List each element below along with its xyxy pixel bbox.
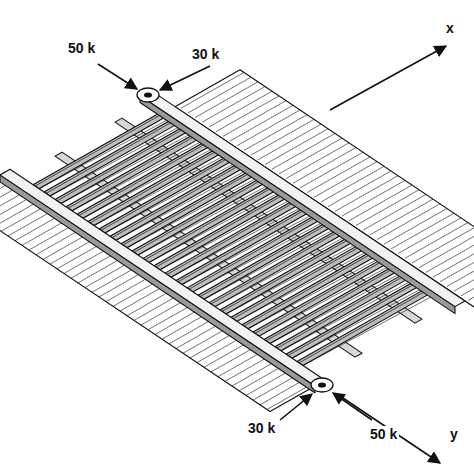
deck-rib bbox=[454, 255, 474, 291]
deck-rib bbox=[195, 82, 258, 118]
deck-rib bbox=[314, 162, 377, 198]
deck-rib bbox=[286, 143, 349, 179]
force-arrow bbox=[280, 394, 312, 420]
deck-rib bbox=[209, 91, 272, 127]
deck-rib bbox=[342, 180, 405, 216]
bar-ridge bbox=[288, 282, 418, 356]
deck-rib bbox=[223, 101, 286, 137]
deck-rib bbox=[447, 251, 474, 287]
deck-rib bbox=[237, 110, 300, 146]
bar-ridge bbox=[299, 289, 429, 363]
deck-rib bbox=[426, 237, 474, 273]
force-label: 50 k bbox=[368, 426, 399, 442]
deck-rib bbox=[349, 185, 412, 221]
force-arrow bbox=[98, 64, 137, 89]
bar-shadow bbox=[292, 289, 422, 359]
deck-rib bbox=[244, 115, 307, 151]
force-arrows bbox=[98, 46, 446, 463]
deck-rib bbox=[300, 152, 363, 188]
deck-rib bbox=[433, 241, 474, 277]
force-label: 30 k bbox=[190, 46, 221, 62]
deck-rib bbox=[377, 204, 440, 240]
deck-rib bbox=[267, 385, 310, 409]
deck-rib bbox=[0, 193, 23, 217]
deck-rib bbox=[202, 87, 265, 123]
force-arrow bbox=[160, 66, 210, 90]
deck-rib bbox=[265, 129, 328, 165]
axis-label: y bbox=[448, 426, 460, 442]
lug bbox=[311, 378, 333, 392]
deck-rib bbox=[391, 213, 454, 249]
deck-rib bbox=[230, 105, 293, 141]
lug-hole bbox=[318, 382, 326, 387]
edge-beams bbox=[0, 88, 465, 393]
deck-rib bbox=[272, 133, 335, 169]
deck-plates bbox=[0, 70, 474, 412]
deck-rib bbox=[398, 218, 461, 254]
deck-rib bbox=[188, 77, 251, 113]
deck-rib bbox=[405, 223, 468, 259]
axis-label: x bbox=[444, 20, 456, 36]
deck-rib bbox=[258, 124, 321, 160]
deck-rib bbox=[384, 208, 447, 244]
deck-rib bbox=[0, 198, 30, 222]
deck-rib bbox=[279, 138, 342, 174]
beam-side bbox=[0, 175, 315, 393]
deck-rib bbox=[216, 96, 279, 132]
deck-rib bbox=[307, 157, 370, 193]
deck-rib bbox=[321, 166, 384, 202]
deck-rib bbox=[328, 171, 391, 207]
deck-rib bbox=[461, 260, 474, 296]
deck-rib bbox=[468, 265, 474, 301]
force-arrow bbox=[333, 393, 372, 420]
beam-top bbox=[140, 90, 465, 307]
deck-rib bbox=[363, 194, 426, 230]
axis-arrow bbox=[330, 46, 446, 110]
deck-rib bbox=[370, 199, 433, 235]
lug-hole bbox=[144, 92, 152, 97]
deck-rib bbox=[0, 188, 16, 212]
beam-side bbox=[140, 96, 455, 314]
beam-top bbox=[0, 169, 325, 386]
force-label: 50 k bbox=[66, 40, 97, 56]
deck-rib bbox=[251, 119, 314, 155]
center-bar bbox=[297, 288, 433, 366]
deck-rib bbox=[440, 246, 474, 282]
deck-rib bbox=[293, 148, 356, 184]
deck-rib bbox=[335, 176, 398, 212]
center-bar bbox=[286, 280, 422, 358]
deck-rib bbox=[412, 227, 474, 263]
force-label: 30 k bbox=[246, 420, 277, 436]
bar-shadow bbox=[303, 296, 433, 366]
deck-rib bbox=[356, 190, 419, 226]
axis-arrow bbox=[340, 396, 440, 463]
deck-rib bbox=[181, 72, 244, 108]
lug bbox=[137, 88, 159, 102]
